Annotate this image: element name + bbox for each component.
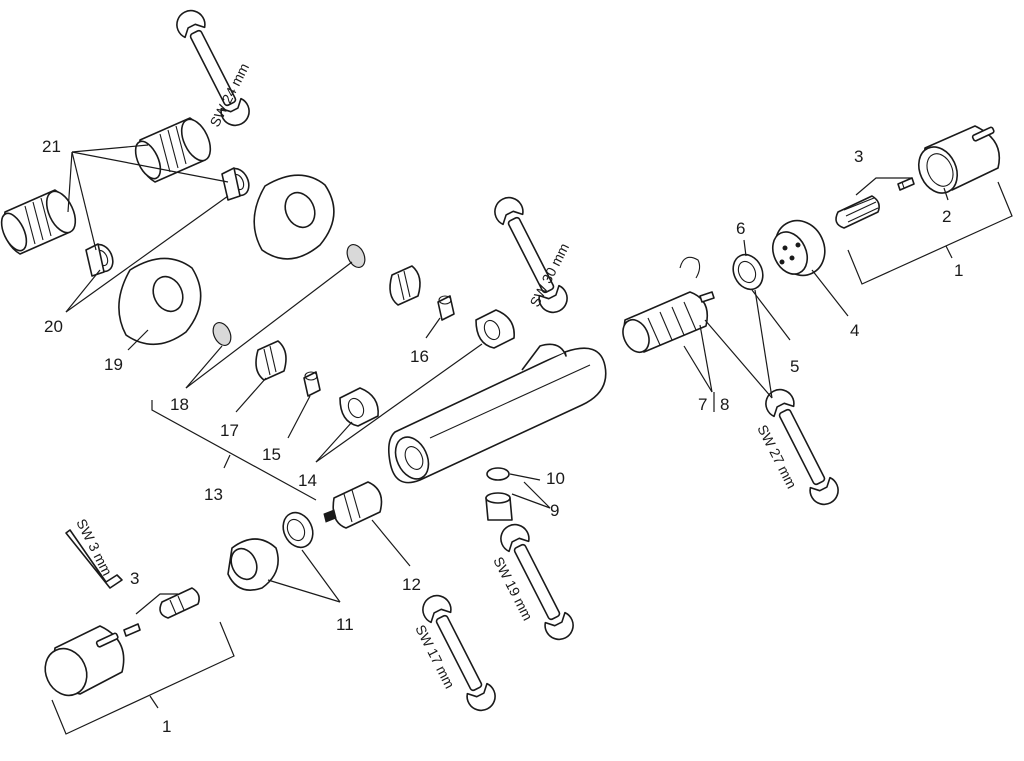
thermostat-body: [388, 343, 607, 484]
callout-labels: 21 20 19 18 17 15 16 14 13 12 11 10 9 7 …: [42, 137, 963, 736]
valve-insert-16-icon: [437, 295, 455, 321]
callout-13: 13: [204, 485, 223, 504]
s-union-upper-icon: [134, 117, 212, 183]
callout-19: 19: [104, 355, 123, 374]
nipple-upper-icon: [389, 265, 421, 306]
callout-12: 12: [402, 575, 421, 594]
ring-nut-icon: [732, 253, 764, 291]
callout-14: 14: [298, 471, 317, 490]
callout-20: 20: [44, 317, 63, 336]
right-handle-icon: [917, 125, 1000, 194]
callout-3-left: 3: [130, 569, 139, 588]
filter-lower-icon: [212, 322, 232, 346]
wrench-sw17-icon: [422, 594, 496, 712]
cartridge-12-icon: [323, 481, 383, 529]
left-screw-icon: [123, 623, 141, 637]
spindle-cap-11-icon: [227, 538, 279, 591]
callout-11: 11: [336, 615, 354, 634]
leader-lines: [51, 144, 1013, 735]
union-nut-lower-icon: [339, 387, 379, 427]
check-valve-upper-icon: [221, 167, 250, 201]
adapter-9-icon: [485, 492, 513, 521]
callout-3-right: 3: [854, 147, 863, 166]
callout-6: 6: [736, 219, 745, 238]
wrench-sw24-icon: [176, 9, 250, 127]
callout-7: 7: [698, 395, 707, 414]
callout-4: 4: [850, 321, 859, 340]
o-ring-icon: [486, 467, 510, 481]
check-valve-lower-icon: [85, 243, 114, 277]
callout-5: 5: [790, 357, 799, 376]
callout-1-right: 1: [954, 261, 963, 280]
callout-18: 18: [170, 395, 189, 414]
flange-cover-upper-icon: [253, 174, 335, 260]
hex-key-sw3-icon: [65, 529, 123, 589]
callout-8: 8: [720, 395, 729, 414]
callout-9: 9: [550, 501, 559, 520]
callout-21: 21: [42, 137, 61, 156]
wrench-sw30-icon: [494, 196, 568, 314]
callout-1-left: 1: [162, 717, 171, 736]
union-nut-upper-icon: [475, 309, 515, 349]
right-spindle-extension-icon: [835, 195, 880, 229]
wrench-sw19-icon: [500, 523, 574, 641]
valve-insert-15-icon: [303, 371, 321, 397]
left-spindle-extension-icon: [159, 587, 200, 619]
s-union-lower-icon: [0, 189, 77, 255]
ring-nut-11-icon: [282, 511, 314, 549]
callout-10: 10: [546, 469, 565, 488]
callout-15: 15: [262, 445, 281, 464]
nipple-lower-icon: [255, 340, 287, 381]
flange-cover-lower-icon: [118, 257, 202, 346]
callout-17: 17: [220, 421, 239, 440]
callout-2: 2: [942, 207, 951, 226]
wrench-sw27-icon: [765, 388, 839, 506]
callout-16: 16: [410, 347, 429, 366]
thermostatic-cartridge-icon: [622, 291, 715, 354]
left-handle-icon: [44, 625, 125, 697]
thermo-cartridge-cap-icon: [771, 219, 826, 277]
retaining-clip-icon: [679, 256, 701, 279]
right-screw-icon: [897, 177, 915, 191]
